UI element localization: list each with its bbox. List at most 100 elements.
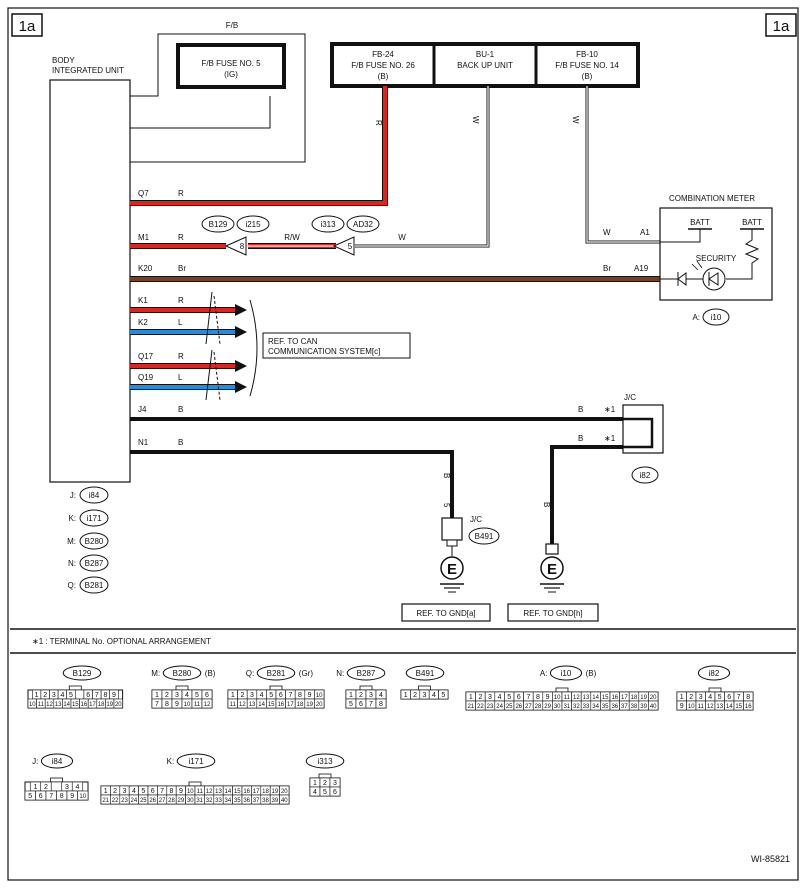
connector-face-name: B287 <box>357 669 376 678</box>
connector-face-tag <box>697 665 731 681</box>
connector-face-pin: 4 <box>708 694 712 701</box>
connector-face-pin: 8 <box>170 788 174 795</box>
connector-face-pin: 3 <box>52 692 56 699</box>
power-box-1-line1: FB-24 <box>372 50 394 59</box>
conn-i313: i313 <box>320 220 336 229</box>
connector-face-prefix: J: <box>32 757 38 766</box>
connector-face-pin: 9 <box>70 793 74 800</box>
connector-face-cell <box>77 790 89 801</box>
connector-face-pin: 6 <box>359 701 363 708</box>
connector-face-pin: 2 <box>113 788 117 795</box>
connector-face-pin: 24 <box>496 704 503 710</box>
conn-ad32: AD32 <box>353 220 374 229</box>
power-box-3-line2: F/B FUSE NO. 14 <box>555 61 619 70</box>
connector-face-pin: 16 <box>745 704 752 710</box>
power-box-2-line1: BU-1 <box>476 50 495 59</box>
connector-face-pin: 29 <box>178 798 185 804</box>
connector-face-pin: 7 <box>49 793 53 800</box>
connector-face-pin: 40 <box>650 704 657 710</box>
connector-face-pin: 20 <box>281 789 288 795</box>
connector-face-pin: 3 <box>369 692 373 699</box>
connector-face-pin: 5 <box>141 788 145 795</box>
connector-face-pin: 9 <box>546 694 550 701</box>
connector-face-pin: 35 <box>234 798 241 804</box>
wire-q17-color: R <box>178 352 184 361</box>
connector-face-latch <box>555 687 569 693</box>
connector-face-name: B280 <box>173 669 192 678</box>
meter-a1-wire-color: W <box>603 228 611 237</box>
connector-face-tag <box>405 665 445 681</box>
connector-face-pin: 1 <box>104 788 108 795</box>
connector-face-pin: 5 <box>69 692 73 699</box>
wire-j4-end-color: B <box>578 405 583 414</box>
connector-face-pin: 14 <box>258 702 265 708</box>
ground-right-symbol: E <box>547 561 557 578</box>
ground-left-conn-tag <box>468 527 500 545</box>
connector-face-name: i313 <box>317 757 333 766</box>
connector-face-pin: 1 <box>469 694 473 701</box>
connector-face-pin: 25 <box>140 798 147 804</box>
connector-face-prefix: A: <box>540 669 548 678</box>
meter-batt2: BATT <box>742 218 762 227</box>
jc-top-label: J/C <box>624 393 636 402</box>
connector-face-pin: 4 <box>313 789 317 796</box>
connector-face-pin: 1 <box>404 692 408 699</box>
ground-right-e-icon <box>540 556 564 580</box>
connector-face-pin: 37 <box>621 704 628 710</box>
meter-conn: i10 <box>711 313 722 322</box>
connector-face-prefix: N: <box>336 669 344 678</box>
conn-tag-i313 <box>311 215 345 233</box>
connector-face-pin: 17 <box>253 789 260 795</box>
connector-face-pin: 1 <box>35 692 39 699</box>
connector-face-pin: 7 <box>369 701 373 708</box>
connector-face-latch <box>359 685 373 691</box>
connector-arrow-b129 <box>224 236 247 256</box>
connector-face-pin: 8 <box>165 701 169 708</box>
connector-face-pin: 19 <box>106 702 113 708</box>
connector-face-pin: 39 <box>272 798 279 804</box>
connector-face-pin: 28 <box>535 704 542 710</box>
connector-face-prefix: K: <box>167 757 175 766</box>
connector-face-pin: 7 <box>526 694 530 701</box>
ground-left-jc: J/C <box>470 515 482 524</box>
ground-left-terminal <box>446 539 458 547</box>
connector-face-pin: 3 <box>333 780 337 787</box>
connector-face-pin: 2 <box>478 694 482 701</box>
can-bracket <box>249 299 258 397</box>
ground-left-ref: REF. TO GND[a] <box>416 609 475 618</box>
connector-face-pin: 32 <box>573 704 580 710</box>
connector-face-cell <box>648 700 659 711</box>
bcm-conn-tag <box>79 576 109 594</box>
connector-face-tag <box>549 665 583 681</box>
connector-face-name: i82 <box>709 669 720 678</box>
pin-q7: Q7 <box>138 189 149 198</box>
connector-face-pin: 3 <box>175 692 179 699</box>
q19-arrow <box>235 381 247 393</box>
connector-face-pin: 25 <box>506 704 513 710</box>
connector-face-pin: 23 <box>487 704 494 710</box>
connector-face-pin: 7 <box>95 692 99 699</box>
connector-face-pin: 28 <box>168 798 175 804</box>
connector-face-pin: 34 <box>592 704 599 710</box>
ground-right-ref-box <box>507 603 599 622</box>
wire-q7-color: R <box>178 189 184 198</box>
connector-face-pin: 21 <box>102 798 109 804</box>
connector-face-pin: 36 <box>611 704 618 710</box>
footnote: ∗1 : TERMINAL No. OPTIONAL ARRANGEMENT <box>32 637 211 646</box>
twist-mark <box>205 349 213 401</box>
connector-face-cell <box>113 698 123 709</box>
connector-face-cell <box>75 689 85 700</box>
ground-left-e-icon <box>440 556 464 580</box>
meter-title: COMBINATION METER <box>669 194 755 203</box>
connector-face-pin: 12 <box>204 702 211 708</box>
connector-face-pin: 21 <box>467 704 474 710</box>
connector-face-pin: 9 <box>179 788 183 795</box>
pin-5: 5 <box>348 242 353 251</box>
jc-ground-wire <box>550 445 623 544</box>
connector-face-pin: 17 <box>621 695 628 701</box>
connector-face-pin: 7 <box>737 694 741 701</box>
connector-face-latch <box>708 687 722 693</box>
